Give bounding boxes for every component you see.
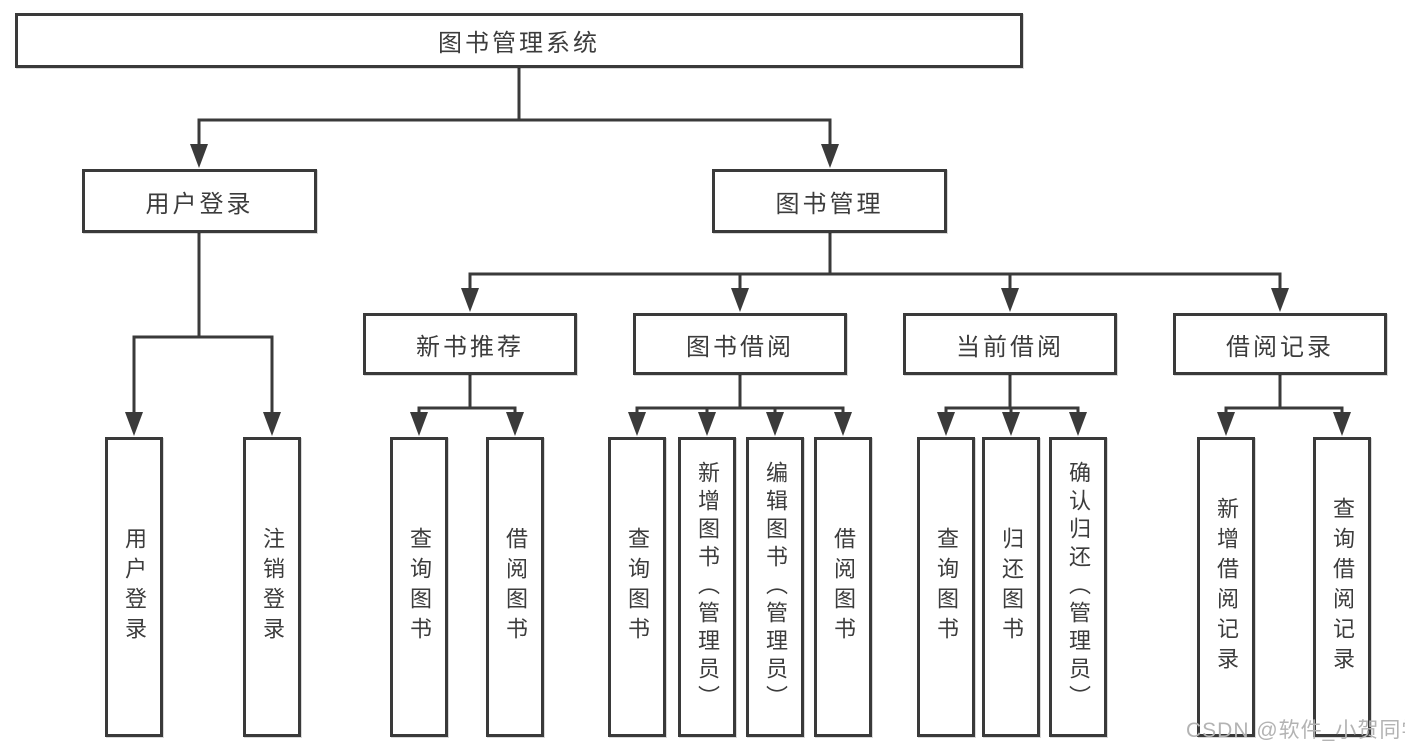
node-user-login: 用户登录 — [82, 169, 317, 233]
leaf-recommend-query-books: 查询图书 — [390, 437, 448, 737]
leaf-current-query-books: 查询图书 — [917, 437, 975, 737]
leaf-borrowing-borrow-books: 借阅图书 — [814, 437, 872, 737]
leaf-user-login: 用户登录 — [105, 437, 163, 737]
leaf-recommend-borrow-books: 借阅图书 — [486, 437, 544, 737]
leaf-current-confirm-return-admin: 确认归还（管理员） — [1049, 437, 1107, 737]
node-current-borrowing: 当前借阅 — [903, 313, 1117, 375]
leaf-borrowing-query-books: 查询图书 — [608, 437, 666, 737]
leaf-current-return-books: 归还图书 — [982, 437, 1040, 737]
node-root: 图书管理系统 — [15, 13, 1023, 68]
leaf-logout: 注销登录 — [243, 437, 301, 737]
node-new-book-recommend: 新书推荐 — [363, 313, 577, 375]
csdn-watermark: CSDN @软件_小贺同学 — [1186, 719, 1405, 742]
leaf-borrowing-edit-books-admin: 编辑图书（管理员） — [746, 437, 804, 737]
node-book-borrowing: 图书借阅 — [633, 313, 847, 375]
leaf-borrowing-add-books-admin: 新增图书（管理员） — [678, 437, 736, 737]
node-book-management: 图书管理 — [712, 169, 947, 233]
node-borrowing-records: 借阅记录 — [1173, 313, 1387, 375]
leaf-records-add-record: 新增借阅记录 — [1197, 437, 1255, 737]
leaf-records-query-record: 查询借阅记录 — [1313, 437, 1371, 737]
